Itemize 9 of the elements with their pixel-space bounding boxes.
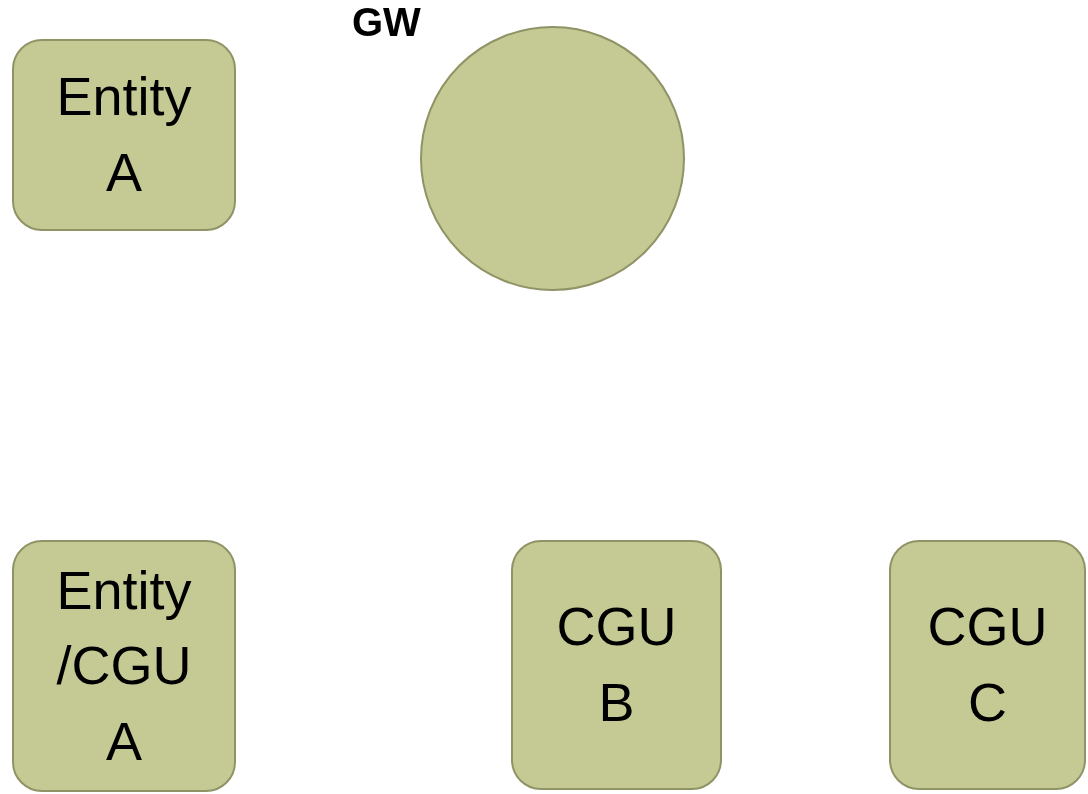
- entity-box: [12, 39, 236, 231]
- entity-box: [12, 540, 236, 792]
- entity-box: [889, 540, 1086, 790]
- node-label: Entity A: [56, 65, 192, 204]
- node-label: CGU B: [556, 595, 677, 734]
- node-heading: GW: [352, 0, 421, 45]
- node-label: Entity /CGU A: [56, 558, 192, 773]
- entity-box: [511, 540, 722, 790]
- node-label: CGU C: [927, 595, 1048, 734]
